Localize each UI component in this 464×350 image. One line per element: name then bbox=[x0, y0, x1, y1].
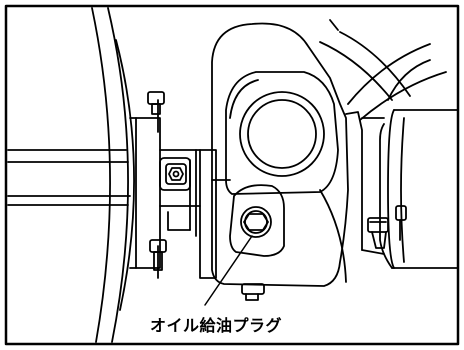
callout-leader-line bbox=[204, 235, 253, 306]
oil-filler-plug bbox=[229, 184, 285, 301]
figure-frame bbox=[4, 4, 460, 346]
oil-filler-plug-label: オイル給油プラグ bbox=[150, 316, 283, 335]
coupling-set-screw bbox=[165, 163, 187, 185]
bearing-bore bbox=[239, 91, 325, 177]
drain-bolt bbox=[367, 217, 389, 249]
curved-lines bbox=[319, 19, 447, 121]
gearbox-housing bbox=[211, 22, 363, 287]
wheel-disc bbox=[91, 7, 135, 343]
shaft-coupling bbox=[159, 149, 217, 279]
hub-flange bbox=[129, 91, 167, 279]
motor-flange bbox=[361, 109, 459, 269]
axle-shaft bbox=[7, 149, 131, 206]
